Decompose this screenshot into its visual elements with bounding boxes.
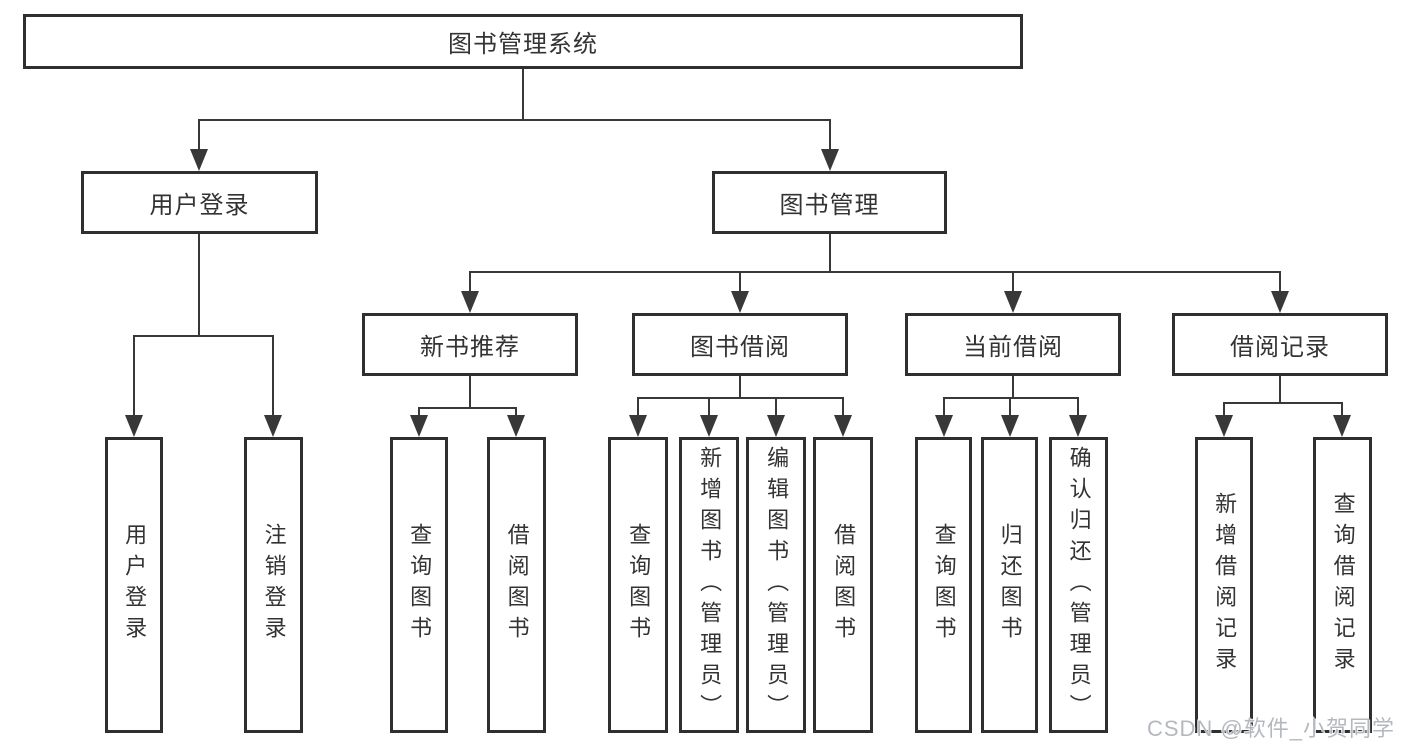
node-new-book-rec-label: 新书推荐 [420, 334, 520, 361]
leaf-add-books-admin-label: 新增图书（管理员） [697, 445, 723, 725]
leaf-edit-books-admin-label: 编辑图书（管理员） [764, 445, 790, 725]
node-book-mgmt: 图书管理 [712, 171, 947, 234]
leaf-return-books: 归还图书 [981, 437, 1038, 733]
node-root-label: 图书管理系统 [448, 31, 598, 58]
leaf-add-books-admin: 新增图书（管理员） [679, 437, 739, 733]
leaf-edit-books-admin: 编辑图书（管理员） [746, 437, 806, 733]
leaf-return-books-label: 归还图书 [997, 523, 1023, 647]
node-new-book-rec: 新书推荐 [362, 313, 578, 376]
leaf-rec-borrow-books-label: 借阅图书 [504, 523, 530, 647]
leaf-current-query-books-label: 查询图书 [931, 523, 957, 647]
leaf-borrow-query-books: 查询图书 [608, 437, 668, 733]
leaf-confirm-return-admin-label: 确认归还（管理员） [1066, 445, 1092, 725]
leaf-query-borrow-record-label: 查询借阅记录 [1330, 492, 1356, 678]
leaf-current-query-books: 查询图书 [915, 437, 972, 733]
leaf-logout: 注销登录 [244, 437, 303, 733]
leaf-add-borrow-record-label: 新增借阅记录 [1212, 492, 1238, 678]
leaf-query-borrow-record: 查询借阅记录 [1313, 437, 1372, 733]
node-current-borrow: 当前借阅 [905, 313, 1121, 376]
node-borrow-records: 借阅记录 [1172, 313, 1388, 376]
leaf-borrow-books-label: 借阅图书 [831, 523, 857, 647]
node-user-login-label: 用户登录 [149, 192, 250, 219]
leaf-user-login: 用户登录 [105, 437, 163, 733]
leaf-rec-query-books-label: 查询图书 [407, 523, 433, 647]
node-book-borrow: 图书借阅 [632, 313, 848, 376]
csdn-watermark: CSDN @软件_小贺同学 [1146, 716, 1395, 741]
node-current-borrow-label: 当前借阅 [963, 334, 1063, 361]
node-book-mgmt-label: 图书管理 [779, 192, 880, 219]
node-borrow-records-label: 借阅记录 [1230, 334, 1330, 361]
leaf-logout-label: 注销登录 [261, 523, 287, 647]
node-root: 图书管理系统 [23, 14, 1023, 69]
leaf-rec-query-books: 查询图书 [390, 437, 448, 733]
leaf-confirm-return-admin: 确认归还（管理员） [1049, 437, 1108, 733]
leaf-user-login-label: 用户登录 [122, 523, 148, 647]
node-book-borrow-label: 图书借阅 [690, 334, 790, 361]
leaf-borrow-query-books-label: 查询图书 [626, 523, 652, 647]
leaf-borrow-books: 借阅图书 [813, 437, 873, 733]
leaf-rec-borrow-books: 借阅图书 [487, 437, 546, 733]
leaf-add-borrow-record: 新增借阅记录 [1195, 437, 1253, 733]
node-user-login: 用户登录 [81, 171, 318, 234]
